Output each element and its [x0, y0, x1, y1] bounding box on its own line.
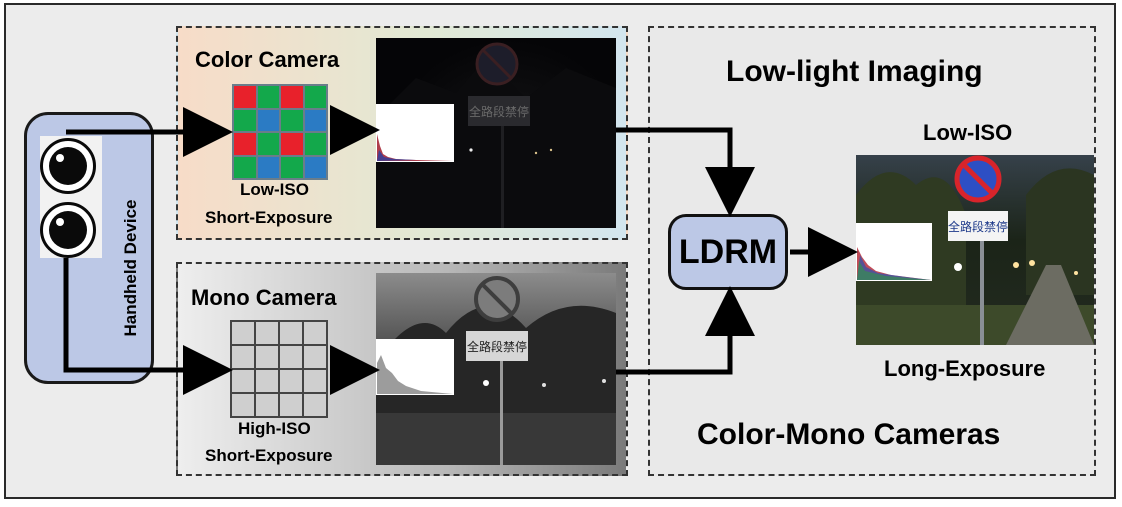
bayer-cell-blue: [257, 109, 279, 131]
bayer-cell-red: [281, 86, 303, 108]
bayer-cell-red: [281, 133, 303, 155]
color-lens-icon: [40, 138, 96, 194]
bayer-cell-green: [234, 109, 256, 131]
color-histogram: [376, 104, 454, 162]
mono-camera-title: Mono Camera: [191, 285, 337, 310]
device-label: Handheld Device: [121, 199, 140, 337]
sign-board: [466, 331, 528, 361]
sign-board: [948, 211, 1008, 241]
mono-caption-exposure: Short-Exposure: [205, 446, 333, 465]
output-exposure-label: Long-Exposure: [884, 356, 1046, 381]
color-camera-title: Color Camera: [195, 47, 340, 72]
bayer-cell-green: [281, 109, 303, 131]
ldrm-module: LDRM: [668, 214, 788, 290]
mono-lens-icon: [40, 202, 96, 258]
bayer-cell-green: [257, 86, 279, 108]
sign-board: [468, 96, 530, 126]
color-caption-exposure: Short-Exposure: [205, 208, 333, 227]
bayer-cell-blue: [304, 156, 326, 178]
bayer-cell-blue: [257, 156, 279, 178]
bayer-cell-red: [234, 133, 256, 155]
bayer-cell-green: [234, 156, 256, 178]
sign-text: 全路段禁停: [467, 339, 527, 354]
output-image: 全路段禁停: [856, 155, 1094, 345]
bayer-cell-green: [257, 133, 279, 155]
sign-text: 全路段禁停: [469, 104, 529, 119]
color-caption-iso: Low-ISO: [240, 180, 309, 199]
color-mono-cameras-title: Color-Mono Cameras: [697, 418, 1001, 451]
bayer-cell-green: [304, 133, 326, 155]
sign-text: 全路段禁停: [948, 219, 1008, 234]
low-light-imaging-title: Low-light Imaging: [726, 55, 983, 88]
mono-input-image: 全路段禁停: [376, 273, 616, 465]
bayer-cell-blue: [304, 109, 326, 131]
mono-sensor-grid: [230, 320, 328, 418]
bayer-cell-red: [234, 86, 256, 108]
output-iso-label: Low-ISO: [923, 120, 1013, 145]
mono-caption-iso: High-ISO: [238, 419, 311, 438]
bayer-filter-grid: [232, 84, 328, 180]
color-input-image: 全路段禁停: [376, 38, 616, 228]
bayer-cell-green: [281, 156, 303, 178]
bayer-cell-green: [304, 86, 326, 108]
